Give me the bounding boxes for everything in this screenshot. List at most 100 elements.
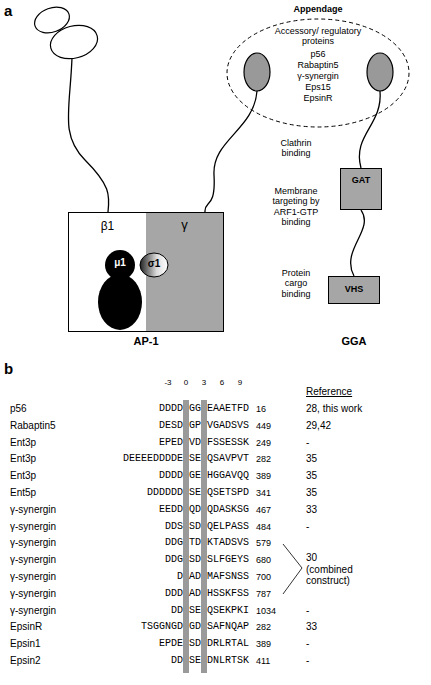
panel-letter: a	[4, 2, 12, 19]
node-text: Appendage	[268, 4, 368, 14]
residue-number: 282	[256, 622, 271, 632]
node-text: γ	[146, 218, 223, 233]
position-number: 0	[178, 378, 194, 387]
node-text: σ1	[139, 258, 169, 270]
protein-name: γ-synergin	[10, 588, 56, 600]
protein-name: γ-synergin	[10, 521, 56, 533]
reference-cite: 35	[306, 453, 317, 465]
residue-number: 411	[256, 656, 270, 666]
sequence-segment: SE	[189, 655, 201, 667]
sequence-segment: DESD	[117, 420, 183, 432]
sequence-segment: SD	[189, 521, 201, 533]
reference-cite: -	[306, 437, 309, 449]
sequence-segment: GE	[189, 470, 201, 482]
reference-cite: 30 (combined construct)	[306, 552, 361, 587]
node-text: AP-1	[68, 335, 224, 348]
residue-number: 700	[256, 572, 271, 582]
protein-name: γ-synergin	[10, 605, 56, 617]
sequence-segment: EPED	[117, 437, 183, 449]
residue-number: 249	[256, 438, 271, 448]
protein-name: Ent5p	[10, 487, 36, 499]
residue-number: 787	[256, 589, 271, 599]
protein-name: Ent3p	[10, 453, 36, 465]
function-note: Membrane targeting by ARF1-GTP binding	[266, 186, 326, 227]
sigma-outline	[140, 253, 168, 277]
mu-subunit: μ1	[97, 249, 143, 331]
protein-name: Epsin1	[10, 638, 41, 650]
node-text: VHS	[329, 284, 379, 294]
reference-cite: -	[306, 655, 309, 667]
sequence-segment: SE	[189, 487, 201, 499]
residue-number: 341	[256, 488, 271, 498]
bracket-line	[283, 544, 302, 568]
sequence-segment: DD	[117, 605, 183, 617]
ear-domain	[367, 53, 393, 91]
bracket-line	[283, 568, 302, 594]
residue-number: 467	[256, 505, 271, 515]
node-text: EpsinR	[273, 93, 363, 103]
reference-cite: -	[306, 521, 309, 533]
node-text: γ-synergin	[273, 71, 363, 81]
protein-name: Rabaptin5	[10, 420, 56, 432]
structure-name: GGA	[324, 335, 384, 348]
hinge-line	[351, 210, 365, 276]
reference-cite: 35	[306, 470, 317, 482]
node-text: GAT	[341, 175, 381, 185]
sequence-segment: GP	[189, 420, 201, 432]
function-note: Protein cargo binding	[276, 268, 316, 299]
protein-name: Ent3p	[10, 437, 36, 449]
sequence-segment: TD	[189, 537, 201, 549]
sequence-segment: SE	[189, 605, 201, 617]
sequence-segment: DDS	[117, 521, 183, 533]
residue-number: 389	[256, 639, 271, 649]
protein-name: γ-synergin	[10, 504, 56, 516]
node-text: μ1	[97, 257, 143, 269]
sequence-segment: GG	[189, 403, 201, 415]
node-text: β1	[69, 220, 146, 234]
column-header: Reference	[306, 386, 352, 398]
protein-name: Epsin2	[10, 655, 41, 667]
dashed-outline	[227, 19, 409, 127]
node-text: Accessory/ regulatory proteins	[273, 26, 363, 47]
panel-letter: b	[4, 360, 13, 377]
protein-name: EpsinR	[10, 621, 42, 633]
protein-name: Ent3p	[10, 470, 36, 482]
sigma-subunit: σ1	[139, 252, 169, 278]
node-text: Rabaptin5	[273, 60, 363, 70]
function-note: Clathrin binding	[276, 138, 316, 159]
reference-cite: 28, this work	[306, 403, 362, 415]
sequence-segment: AD	[189, 588, 201, 600]
vhs-domain: VHS	[328, 276, 380, 304]
sequence-segment: DDD	[117, 588, 183, 600]
position-number: -3	[160, 378, 176, 387]
reference-cite: -	[306, 638, 309, 650]
reference-cite: 35	[306, 487, 317, 499]
motif-column	[201, 400, 207, 673]
sequence-segment: QD	[189, 504, 201, 516]
residue-number: 389	[256, 471, 271, 481]
position-number: 6	[214, 378, 230, 387]
sequence-segment: D	[117, 571, 183, 583]
node-text: p56	[273, 49, 363, 59]
sequence-segment: TSGGNGD	[117, 621, 183, 633]
residue-number: 484	[256, 522, 271, 532]
sequence-segment: VD	[189, 437, 201, 449]
protein-name: γ-synergin	[10, 537, 56, 549]
sequence-segment: DDDD	[117, 403, 183, 415]
complex-core: AP-1β1γμ1σ1	[68, 212, 224, 332]
sequence-segment: DDDDDD	[117, 487, 183, 499]
hinge-line	[68, 58, 108, 212]
residue-number: 1034	[256, 606, 276, 616]
ear-domain	[244, 53, 270, 91]
residue-number: 680	[256, 555, 271, 565]
hinge-line	[205, 91, 257, 212]
protein-name: γ-synergin	[10, 554, 56, 566]
reference-cite: -	[306, 605, 309, 617]
position-number: 9	[232, 378, 248, 387]
sequence-segment: AD	[189, 571, 201, 583]
hinge-line	[359, 91, 380, 168]
node-text: Eps15	[273, 82, 363, 92]
sequence-segment: SD	[189, 638, 201, 650]
sequence-segment: DDG	[117, 537, 183, 549]
residue-number: 579	[256, 538, 271, 548]
